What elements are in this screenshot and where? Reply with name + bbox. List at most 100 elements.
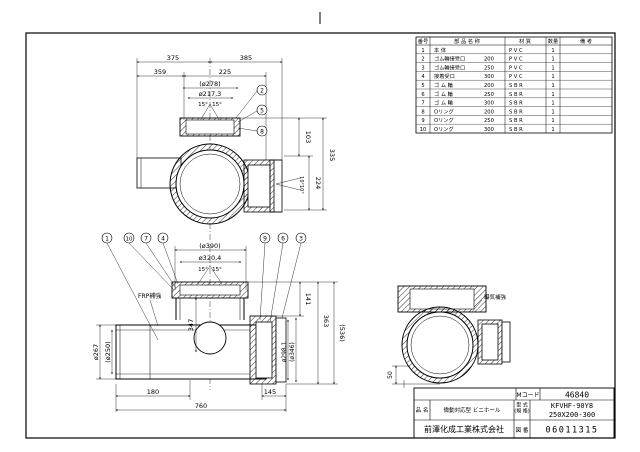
table-cell-qty: 1 [551,57,554,63]
dim-335: 335 [328,149,336,161]
angle-15b: 15° [212,102,222,108]
table-cell-name: ゴ ム 輪 [434,81,454,89]
table-header-name: 部 品 名 称 [454,37,480,45]
table-cell-qty: 1 [551,109,554,115]
table-cell-size: 200 [484,109,494,115]
callout-9: 9 [263,236,267,243]
frp-label: FRP補強 [138,292,161,300]
side-view-labels: 曝気補強 50 [387,293,507,379]
dim-278: (ø278) [199,80,220,88]
table-cell-size: 300 [484,101,494,107]
table-cell-no: 1 [421,48,424,54]
table-cell-size: 250 [484,118,494,124]
angle-15c: 15° [198,267,208,273]
callout-4: 4 [161,236,165,243]
angle-15d: 15° [212,267,222,273]
dim-320: ø320,4 [199,254,222,262]
dim-536: (536) [338,324,346,341]
m-code-label: Mコード [516,392,539,399]
callout-8: 8 [260,129,264,136]
m-code-value: 46840 [565,391,589,400]
table-cell-size: 300 [484,74,494,80]
dim-217: ø217,3 [199,90,222,98]
dim-224: 224 [314,177,322,189]
drawing-border [25,32,616,439]
dim-347: 347 [187,319,195,331]
dim-346: (ø346) [289,342,296,362]
table-cell-material: S B R [509,92,523,98]
table-cell-material: P V C [509,48,523,54]
callout-3: 3 [299,236,303,243]
callout-1: 1 [105,236,109,243]
table-header-material: 材 質 [519,37,531,45]
side-view [392,285,511,388]
table-cell-no: 2 [421,57,424,63]
table-cell-name: ゴ ム 輪 [434,90,454,98]
table-cell-size: 200 [484,83,494,89]
table-cell-no: 9 [421,118,424,124]
table-cell-material: S B R [509,109,523,115]
table-cell-no: 10 [420,127,427,133]
dim-385: 385 [240,54,252,62]
table-cell-material: P V C [509,74,523,80]
table-cell-size: 300 [484,127,494,133]
dim-359: 359 [154,68,166,76]
dim-225: 225 [219,68,231,76]
table-cell-name: Oリング [434,107,454,115]
dim-375: 375 [167,54,179,62]
table-cell-material: S B R [509,101,523,107]
title-block-text: Mコード 46840 品 名 微動対応型 ビニホール 型 式(規 格) KFVH… [416,391,597,436]
callout-7: 7 [144,236,148,243]
table-cell-material: S B R [509,83,523,89]
callout-6: 6 [281,236,285,243]
table-cell-no: 5 [421,83,424,89]
table-cell-no: 6 [421,92,424,98]
drawing-no-label: 図 番 [516,427,529,434]
table-cell-size: 200 [484,57,494,63]
table-cell-qty: 1 [551,92,554,98]
dim-760: 760 [195,402,207,410]
dim-298: ø298,1 [281,341,288,362]
table-row: 5 ゴ ム 輪 200 S B R 1 [421,81,554,89]
front-view-labels: 1 10 7 4 9 6 3 (ø390) ø320,4 15° 15° FRP… [92,236,346,411]
callout-2: 2 [260,88,264,95]
table-cell-no: 7 [421,101,424,107]
table-cell-qty: 1 [551,65,554,71]
dim-363: 363 [322,315,330,327]
table-cell-no: 3 [421,65,424,71]
dim-390: (ø390) [199,242,220,250]
dim-250: (ø250) [104,341,112,362]
table-header-qty: 数量 [548,37,558,45]
table-cell-name: 接着受口 [434,72,455,80]
dim-267: ø267 [92,344,100,360]
product-name: 微動対応型 ビニホール [444,406,501,414]
dim-50: 50 [387,371,394,379]
dim-141: 141 [304,293,312,305]
table-cell-qty: 1 [551,101,554,107]
table-row: 10 Oリング 300 S B R 1 [420,125,555,133]
model-line2: 250X200-300 [549,411,595,419]
company-name: 前澤化成工業株式会社 [424,424,504,434]
title-block [413,387,615,439]
table-cell-material: P V C [509,57,523,63]
table-cell-qty: 1 [551,48,554,54]
side-label: 曝気補強 [484,293,507,301]
dim-180: 180 [147,388,159,396]
table-cell-name: ゴム輪接受口 [434,63,465,71]
table-cell-material: S B R [509,127,523,133]
table-cell-qty: 1 [551,83,554,89]
table-cell-qty: 1 [551,127,554,133]
table-cell-name: Oリング [434,116,454,124]
table-header-no: 番号 [418,38,428,45]
table-cell-no: 8 [421,109,424,115]
table-cell-name: Oリング [434,125,454,133]
model-line1: KFVHF-90Y8 [551,402,593,410]
